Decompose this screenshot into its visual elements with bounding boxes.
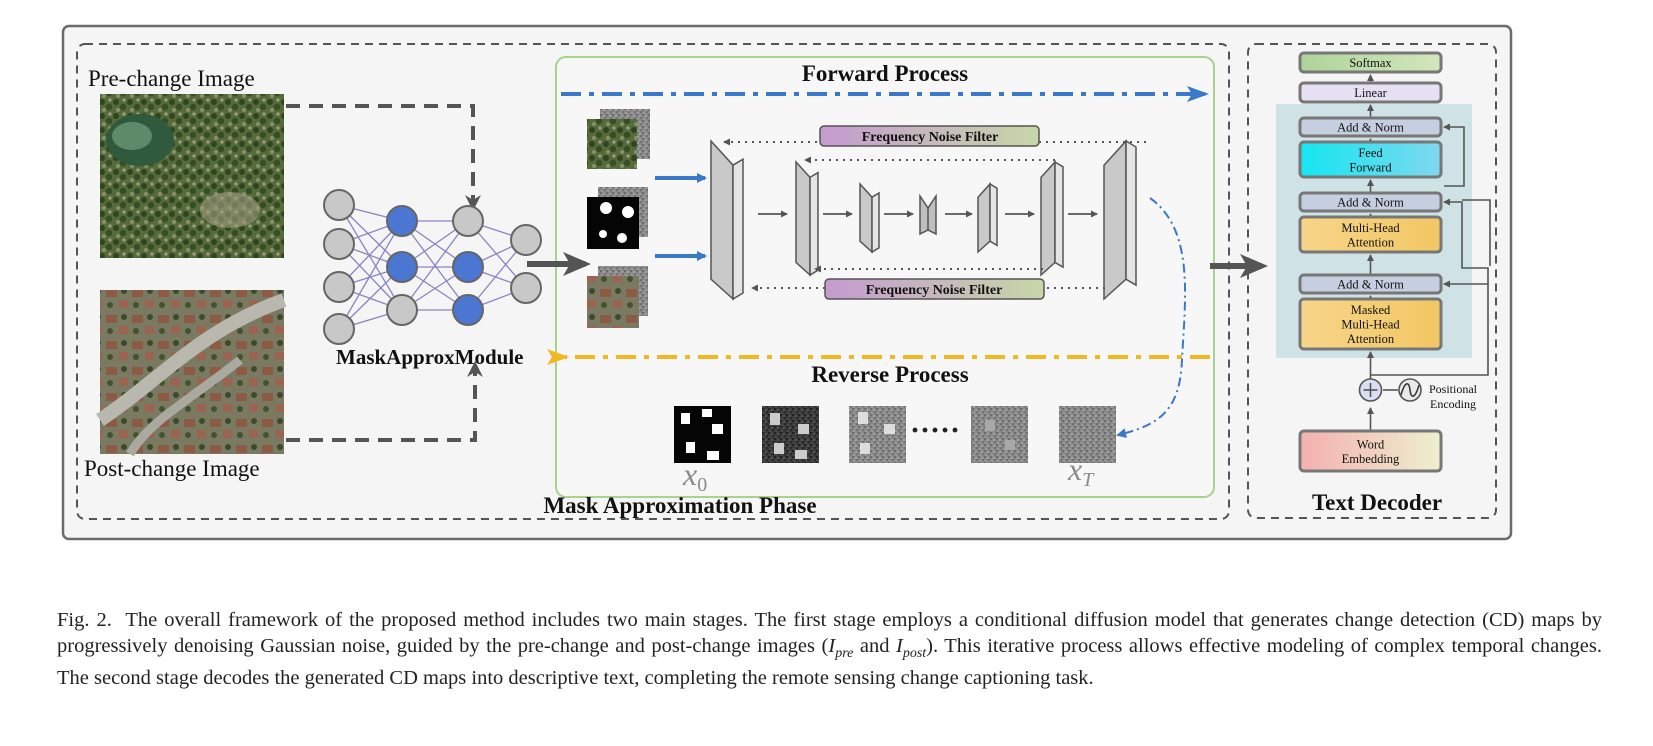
residual-path-3 [1443, 123, 1465, 187]
pre-change-image [100, 94, 284, 258]
caption-ipost-sub: post [902, 645, 927, 661]
network-node [323, 189, 355, 221]
unet-layer [919, 193, 937, 236]
add-norm-box-middle: Add & Norm [1298, 191, 1443, 213]
figure-caption: Fig. 2. The overall framework of the pro… [57, 608, 1602, 692]
unet-layer [710, 139, 744, 301]
denoise-tile-3 [849, 406, 906, 463]
svg-text:Forward: Forward [1349, 160, 1392, 174]
svg-text:Linear: Linear [1354, 86, 1387, 100]
mask-approx-nodes [323, 189, 542, 345]
residual-path-2 [1443, 198, 1489, 284]
svg-text:Multi-Head: Multi-Head [1341, 221, 1400, 235]
caption-and: and [853, 634, 896, 657]
input-stack-post [587, 266, 648, 328]
softmax-box: Softmax [1298, 51, 1443, 74]
network-node [510, 272, 542, 304]
network-edge [338, 204, 403, 311]
network-node [452, 205, 484, 237]
post-image-to-module-arrow [286, 361, 483, 442]
svg-text:Frequency Noise Filter: Frequency Noise Filter [866, 283, 1003, 298]
mask-module-label: MaskApproxModule [336, 345, 523, 369]
svg-text:Add & Norm: Add & Norm [1337, 196, 1404, 210]
network-node [452, 251, 484, 283]
linear-box: Linear [1298, 81, 1443, 104]
frequency-noise-filter-top: Frequency Noise Filter [819, 125, 1040, 147]
svg-text:Frequency Noise Filter: Frequency Noise Filter [862, 130, 999, 145]
svg-text:Multi-Head: Multi-Head [1341, 318, 1400, 332]
svg-text:Feed: Feed [1358, 146, 1383, 160]
network-node [386, 205, 418, 237]
denoise-tile-4 [971, 406, 1028, 463]
caption-ipost: I [895, 634, 903, 657]
caption-ipre-sub: pre [835, 645, 854, 661]
unet-layer [1103, 139, 1137, 301]
input-stack-mask [587, 187, 648, 249]
network-node [452, 294, 484, 326]
svg-text:Embedding: Embedding [1342, 452, 1400, 466]
svg-text:Masked: Masked [1351, 303, 1391, 317]
frequency-noise-filter-bottom: Frequency Noise Filter [824, 278, 1045, 300]
add-norm-box-top: Add & Norm [1298, 116, 1443, 138]
network-edge [338, 220, 403, 330]
phase-label: Mask Approximation Phase [543, 493, 816, 518]
pre-change-label: Pre-change Image [88, 66, 255, 91]
framework-diagram: Pre-change Image Post-change Image MaskA… [61, 24, 1513, 541]
network-node [323, 271, 355, 303]
reverse-process-label: Reverse Process [811, 362, 968, 387]
add-norm-box-bottom: Add & Norm [1298, 273, 1443, 295]
network-node [510, 224, 542, 256]
noise-curve-arrow [1116, 197, 1187, 439]
positional-label-1: Positional [1429, 382, 1478, 396]
text-decoder-region [1247, 43, 1497, 519]
caption-text-a: The overall framework of the proposed me… [57, 609, 1602, 657]
residual-path-1 [1370, 280, 1489, 376]
caption-ipre: I [828, 634, 836, 657]
unet-layer [859, 182, 880, 254]
caption-text-b: ). This iterative process allows effecti… [57, 634, 1602, 690]
denoise-tile-xt [1059, 406, 1116, 463]
denoise-tile-2 [762, 406, 819, 463]
xt-label: xT [1067, 451, 1095, 491]
post-change-label: Post-change Image [84, 456, 260, 481]
svg-text:Attention: Attention [1347, 332, 1395, 346]
mask-approximation-region [76, 43, 1230, 520]
denoise-tile-x0 [674, 406, 731, 463]
text-decoder-title: Text Decoder [1312, 490, 1442, 515]
svg-text:Add & Norm: Add & Norm [1337, 278, 1404, 292]
svg-text:Word: Word [1357, 437, 1385, 451]
input-stack-pre [587, 109, 650, 169]
unet-layers [710, 139, 1137, 301]
unet-layer [1040, 160, 1064, 277]
caption-prefix: Fig. 2. [57, 609, 112, 631]
network-edge [401, 220, 469, 311]
network-node [386, 251, 418, 283]
svg-text:Softmax: Softmax [1349, 56, 1392, 70]
svg-text:Add & Norm: Add & Norm [1337, 121, 1404, 135]
network-node [386, 294, 418, 326]
residual-path-4 [1462, 199, 1491, 266]
forward-process-label: Forward Process [802, 61, 968, 86]
x0-label: x0 [682, 456, 707, 496]
positional-label-2: Encoding [1430, 397, 1476, 411]
unet-layer [795, 160, 819, 277]
pre-image-to-module-arrow [286, 104, 481, 211]
post-change-image [96, 290, 287, 457]
sequence-ellipsis: ····· [910, 414, 960, 447]
network-node [323, 228, 355, 260]
svg-text:Attention: Attention [1347, 235, 1395, 249]
unet-layer [977, 182, 998, 254]
network-node [323, 313, 355, 345]
